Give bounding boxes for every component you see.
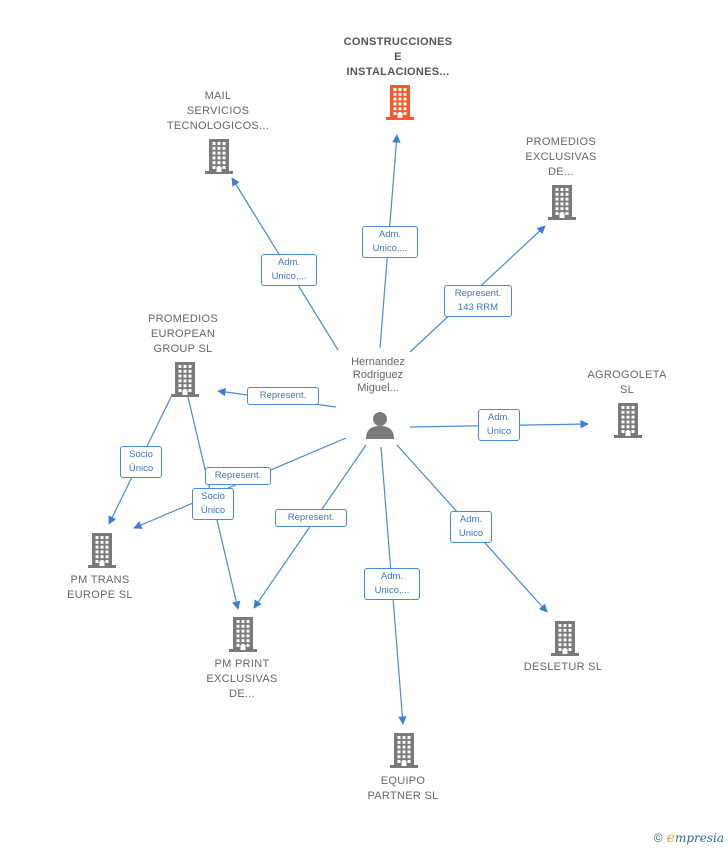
copyright-symbol: © [653,831,663,845]
edge-label-construcciones[interactable]: Adm. Unico,... [362,226,418,258]
edge-label-promedios-euro[interactable]: Represent. [247,387,319,405]
company-label-construcciones[interactable]: CONSTRUCCIONES E INSTALACIONES... [343,36,453,78]
company-label-promedios-euro[interactable]: PROMEDIOS EUROPEAN GROUP SL [148,313,218,355]
edge-label-agrogoleta[interactable]: Adm. Unico [478,409,520,441]
company-label-mail[interactable]: MAIL SERVICIOS TECNOLOGICOS... [166,90,270,132]
building-icon-promedios-excl[interactable] [546,184,578,220]
edge-label-mail[interactable]: Adm. Unico,... [261,254,317,286]
building-icon-mail[interactable] [203,138,235,174]
edge-label-pm-print[interactable]: Represent. [275,509,347,527]
company-label-pm-print[interactable]: PM PRINT EXCLUSIVAS DE... [206,658,278,700]
building-icon-equipo[interactable] [388,732,420,768]
company-label-agrogoleta[interactable]: AGROGOLETA SL [587,369,667,396]
edge-label-pm-print[interactable]: Socio Único [192,488,234,520]
building-icon-pm-print[interactable] [227,616,259,652]
building-icon-pm-trans[interactable] [86,532,118,568]
edge-label-promedios-excl[interactable]: Represent. 143 RRM [444,285,512,317]
brand-initial: e [666,830,675,846]
company-label-equipo[interactable]: EQUIPO PARTNER SL [367,775,439,802]
building-icon-promedios-euro[interactable] [169,361,201,397]
company-label-pm-trans[interactable]: PM TRANS EUROPE SL [67,574,133,601]
company-label-promedios-excl[interactable]: PROMEDIOS EXCLUSIVAS DE... [525,136,597,178]
edge-label-pm-trans[interactable]: Represent. [205,467,271,485]
company-label-desletur[interactable]: DESLETUR SL [523,661,603,673]
brand-name: mpresia [674,831,724,845]
building-icon-agrogoleta[interactable] [612,402,644,438]
person-icon[interactable] [364,409,396,441]
edge-label-desletur[interactable]: Adm. Unico [450,511,492,543]
edge-label-equipo[interactable]: Adm. Unico,... [364,568,420,600]
person-label[interactable]: Hernandez Rodriguez Miguel... [351,356,405,394]
building-icon-construcciones[interactable] [384,84,416,120]
edge-label-pm-trans[interactable]: Socio Único [120,446,162,478]
building-icon-desletur[interactable] [549,620,581,656]
